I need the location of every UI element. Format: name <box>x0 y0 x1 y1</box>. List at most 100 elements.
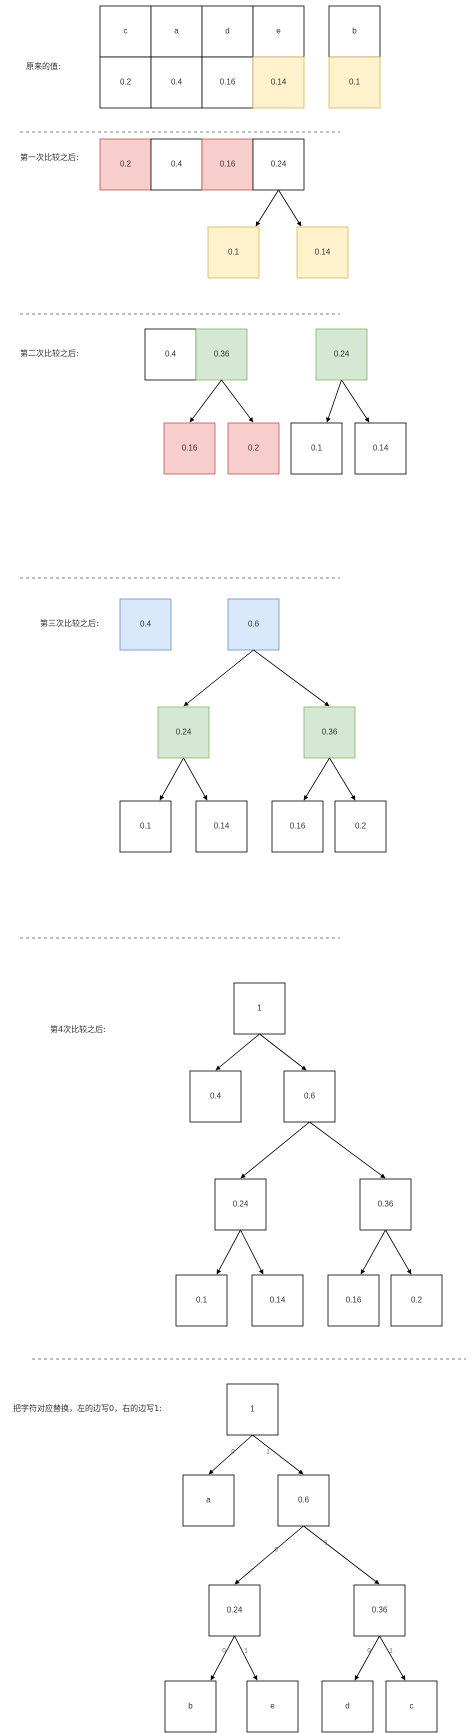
s4-leaf-2-value: 0.14 <box>214 822 230 831</box>
letter-c: c <box>124 27 128 36</box>
s2-cell-2 <box>150 138 203 191</box>
s6-edge-l2right-right-label: 1 <box>389 1649 393 1655</box>
s5-level1-left-value: 0.4 <box>210 1092 222 1101</box>
letter-b: b <box>352 27 357 36</box>
s3-edge-pair-right <box>221 379 254 423</box>
s6-edge-l2left-left <box>210 1635 235 1681</box>
s3-root <box>315 328 368 381</box>
s4-leaf-4 <box>334 800 387 853</box>
s3-root-child-left <box>290 422 343 475</box>
s6-edge-l2right-left <box>354 1635 380 1681</box>
s6-level1-left-value: a <box>206 1496 211 1505</box>
s3-root-value: 0.24 <box>334 350 350 359</box>
cell-letter-e <box>252 5 305 58</box>
section-2-label: 第一次比较之后: <box>20 152 79 162</box>
s3-pair-child-right-value: 0.2 <box>248 444 260 453</box>
s4-leaf-3 <box>271 800 324 853</box>
cell-value-e <box>252 56 305 109</box>
section-1-label: 原来的值: <box>26 61 61 71</box>
s6-edge-l2left-right-label: 1 <box>244 1649 248 1655</box>
s6-edge-l1-left <box>234 1525 304 1585</box>
s4-edge-midright-right <box>329 757 356 801</box>
s6-leaf-b <box>164 1680 217 1733</box>
s2-cell-3-value: 0.16 <box>220 160 236 169</box>
s5-leaf-3 <box>327 1274 380 1327</box>
s6-leaf-b-value: b <box>188 1702 193 1711</box>
value-e: 0.14 <box>271 78 287 87</box>
s2-cell-4 <box>252 138 305 191</box>
s5-leaf-1-value: 0.1 <box>196 1296 208 1305</box>
letter-d: d <box>225 27 229 36</box>
s6-edge-l2left-right <box>234 1635 258 1681</box>
section-6-label: 把字符对应替换，左的边写0，右的边写1: <box>13 1403 162 1413</box>
s3-edge-pair-left <box>189 379 222 423</box>
s6-edge-l2left-left-label: 0 <box>222 1649 226 1655</box>
section-4-label: 第三次比较之后: <box>40 618 99 628</box>
s2-child-left-value: 0.1 <box>228 248 240 257</box>
s6-edge-root-left <box>208 1434 253 1475</box>
s6-leaf-c-value: c <box>410 1702 414 1711</box>
s5-edge-l1-right <box>309 1121 386 1179</box>
s3-root-child-right <box>354 422 407 475</box>
s6-level1-left <box>182 1474 235 1527</box>
s5-edge-l2left-right <box>240 1229 264 1275</box>
s5-level1-left <box>189 1070 242 1123</box>
s6-leaf-d-value: d <box>345 1702 349 1711</box>
s4-mid-left <box>157 706 210 759</box>
cell-letter-d <box>201 5 254 58</box>
s5-level2-left <box>214 1178 267 1231</box>
s3-root-child-left-value: 0.1 <box>311 444 323 453</box>
s4-leaf-3-value: 0.16 <box>290 822 306 831</box>
s4-single <box>119 598 172 651</box>
s3-pair-child-left <box>163 422 216 475</box>
s4-edge-midleft-right <box>183 757 208 801</box>
s5-leaf-1 <box>175 1274 228 1327</box>
s5-edge-root-right <box>259 1033 307 1071</box>
s2-cell-1 <box>99 138 152 191</box>
s6-leaf-c <box>385 1680 438 1733</box>
s3-edge-root-left <box>326 379 342 423</box>
s4-leaf-4-value: 0.2 <box>355 822 367 831</box>
s5-leaf-3-value: 0.16 <box>346 1296 362 1305</box>
s6-edge-l2right-left-label: 0 <box>367 1649 371 1655</box>
s3-pair-2 <box>195 328 248 381</box>
value-a: 0.4 <box>171 78 183 87</box>
s6-root-value: 1 <box>250 1405 255 1414</box>
s4-root-value: 0.6 <box>248 620 260 629</box>
s2-cell-2-value: 0.4 <box>171 160 183 169</box>
s3-edge-root-right <box>341 379 370 423</box>
value-c: 0.2 <box>120 78 132 87</box>
section-5-label: 第4次比较之后: <box>50 1024 106 1034</box>
s6-edge-root-right <box>252 1434 304 1475</box>
s4-edge-root-left <box>183 649 254 707</box>
s6-level2-right-value: 0.36 <box>372 1606 388 1615</box>
s6-edge-l2right-right <box>379 1635 406 1681</box>
s6-leaf-e-value: e <box>270 1702 275 1711</box>
s2-cell-4-value: 0.24 <box>271 160 287 169</box>
s2-cell-1-value: 0.2 <box>120 160 132 169</box>
s6-leaf-d <box>321 1680 374 1733</box>
value-b: 0.1 <box>349 78 361 87</box>
s2-child-right <box>296 226 349 279</box>
cell-value-b <box>328 56 381 109</box>
s4-single-value: 0.4 <box>140 620 152 629</box>
s2-child-right-value: 0.14 <box>315 248 331 257</box>
value-d: 0.16 <box>220 78 236 87</box>
s5-leaf-2-value: 0.14 <box>270 1296 286 1305</box>
s5-root-value: 1 <box>257 1004 262 1013</box>
s4-mid-left-value: 0.24 <box>176 728 192 737</box>
s6-level2-right <box>353 1584 406 1637</box>
s5-edge-l2left-left <box>216 1229 241 1275</box>
s3-pair-1 <box>144 328 197 381</box>
s5-leaf-4-value: 0.2 <box>411 1296 423 1305</box>
s5-level1-right-value: 0.6 <box>304 1092 316 1101</box>
s2-edge-left <box>255 189 279 227</box>
s5-level2-left-value: 0.24 <box>233 1200 249 1209</box>
s3-pair-1-value: 0.4 <box>165 350 177 359</box>
cell-value-c <box>99 56 152 109</box>
section-3-label: 第二次比较之后: <box>20 348 79 358</box>
s6-level2-left <box>208 1584 261 1637</box>
s5-level1-right <box>283 1070 336 1123</box>
